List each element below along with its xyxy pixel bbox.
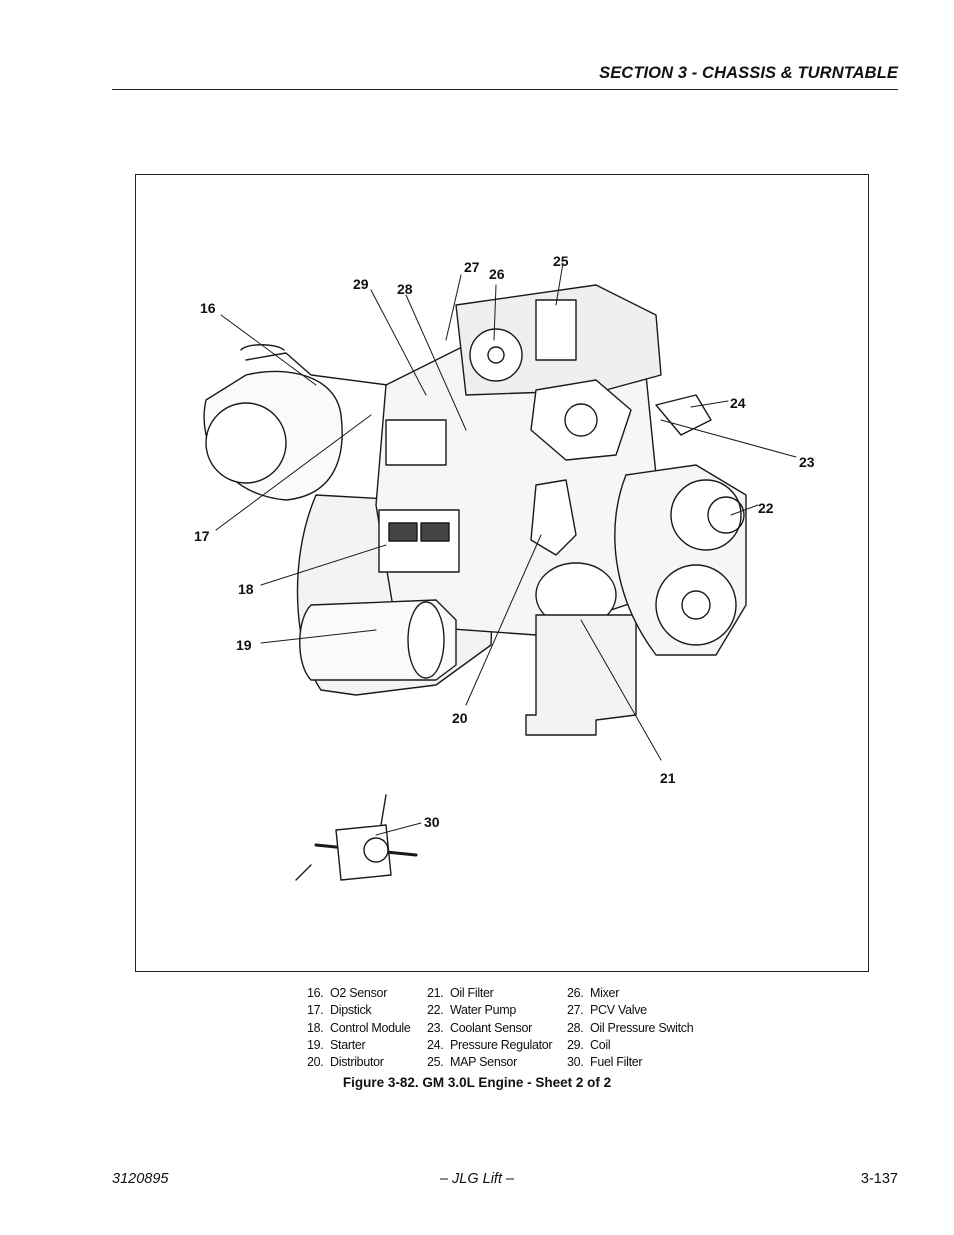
legend-column-2: 21.Oil Filter 22.Water Pump 23.Coolant S…	[427, 985, 553, 1071]
callout-19: 19	[236, 637, 252, 653]
footer-page-number: 3-137	[860, 1171, 898, 1187]
legend-item: 30.Fuel Filter	[567, 1055, 643, 1070]
callout-29: 29	[353, 276, 369, 292]
legend-column-3: 26.Mixer 27.PCV Valve 28.Oil Pressure Sw…	[567, 985, 694, 1071]
callout-21: 21	[660, 770, 676, 786]
pressure-regulator	[530, 379, 632, 461]
callout-26: 26	[489, 266, 505, 282]
legend-item: 24.Pressure Regulator	[427, 1037, 553, 1052]
callout-24: 24	[730, 395, 746, 411]
legend-item: 16.O2 Sensor	[307, 986, 388, 1000]
engine-figure: 16 17 18 19 20 21 22 23 24 25 26 27 28 2…	[135, 174, 869, 972]
legend-item: 25.MAP Sensor	[427, 1055, 517, 1070]
callout-18: 18	[238, 581, 254, 597]
figure-caption: Figure 3-82. GM 3.0L Engine - Sheet 2 of…	[342, 1075, 612, 1090]
legend-item: 23.Coolant Sensor	[427, 1020, 532, 1035]
engine-mount	[525, 614, 637, 736]
callout-30: 30	[424, 814, 440, 830]
callout-16: 16	[200, 300, 216, 316]
callout-23: 23	[799, 454, 815, 470]
section-header: SECTION 3 - CHASSIS & TURNTABLE	[599, 64, 898, 82]
footer-doc-number: 3120895	[112, 1171, 169, 1187]
fuel-filter-drawing	[295, 794, 418, 881]
callout-20: 20	[452, 710, 468, 726]
header-rule	[112, 89, 898, 90]
legend-item: 29.Coil	[567, 1037, 611, 1052]
callout-28: 28	[397, 281, 413, 297]
callout-22: 22	[758, 500, 774, 516]
coil	[385, 419, 447, 466]
leader-lines	[215, 262, 797, 836]
callout-27: 27	[464, 259, 480, 275]
callout-25: 25	[553, 253, 569, 269]
legend-item: 19.Starter	[307, 1037, 366, 1052]
legend-item: 20.Distributor	[307, 1055, 384, 1070]
legend-item: 17.Dipstick	[307, 1003, 372, 1018]
callout-17: 17	[194, 528, 210, 544]
engine-drawing: 16 17 18 19 20 21 22 23 24 25 26 27 28 2…	[194, 253, 815, 881]
legend-column-1: 16.O2 Sensor 17.Dipstick 18.Control Modu…	[307, 985, 411, 1071]
legend-item: 22.Water Pump	[427, 1003, 517, 1018]
legend-item: 18.Control Module	[307, 1020, 411, 1035]
footer-publisher: – JLG Lift –	[439, 1171, 515, 1187]
legend-item: 21.Oil Filter	[427, 986, 494, 1000]
distributor	[530, 479, 577, 556]
legend-item: 26.Mixer	[567, 986, 620, 1000]
legend-item: 27.PCV Valve	[567, 1003, 647, 1018]
legend-item: 28.Oil Pressure Switch	[567, 1020, 694, 1035]
